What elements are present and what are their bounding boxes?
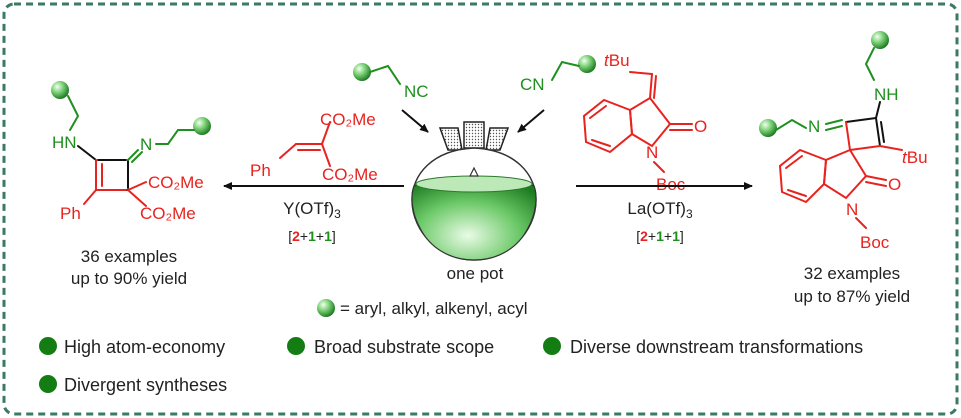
left-n-label: N — [140, 135, 152, 154]
substituent-ball-icon — [353, 63, 371, 81]
left-product-ester-bottom: CO₂Me — [140, 204, 196, 223]
substituent-ball-icon — [51, 81, 69, 99]
three-neck-flask-icon — [411, 121, 537, 261]
isocyanide-left: NC — [353, 63, 429, 101]
left-reagent: Ph CO₂Me CO₂Me — [250, 110, 378, 184]
feature-item: Divergent syntheses — [64, 375, 227, 395]
bullet-icon — [543, 337, 561, 355]
right-n-label: N — [808, 117, 820, 136]
isocyanide-right-label: CN — [520, 75, 545, 94]
left-nh-label: HN — [52, 133, 77, 152]
left-examples: 36 examples — [81, 247, 177, 266]
feature-item: Broad substrate scope — [314, 337, 494, 357]
feature-list: High atom-economy Broad substrate scope … — [39, 337, 863, 395]
right-reagent-n: N — [646, 143, 658, 162]
right-product-boc: Boc — [860, 233, 890, 252]
left-product: HN N CO₂Me CO₂Me Ph 36 examples up to 90… — [51, 81, 211, 288]
bullet-icon — [39, 337, 57, 355]
feature-item: High atom-economy — [64, 337, 225, 357]
right-product-tbu: tBu — [902, 148, 928, 167]
substituent-legend: = aryl, alkyl, alkenyl, acyl — [340, 299, 528, 318]
bullet-icon — [39, 375, 57, 393]
one-pot-label: one pot — [447, 264, 504, 283]
right-reagent: tBu O N Boc — [582, 51, 707, 194]
right-product: NH N tBu O N Boc 32 examples up to 87% y… — [759, 31, 928, 306]
left-yield: up to 90% yield — [71, 269, 187, 288]
right-ratio: [2+1+1] — [636, 228, 684, 244]
right-catalyst: La(OTf)3 — [627, 199, 693, 221]
isocyanide-left-label: NC — [404, 82, 429, 101]
right-examples: 32 examples — [804, 264, 900, 283]
bullet-icon — [287, 337, 305, 355]
left-reagent-ester-bottom: CO₂Me — [322, 165, 378, 184]
left-catalyst: Y(OTf)3 — [283, 199, 341, 221]
substituent-ball-icon — [193, 117, 211, 135]
right-product-n: N — [846, 200, 858, 219]
right-yield: up to 87% yield — [794, 287, 910, 306]
right-nh-label: NH — [874, 85, 899, 104]
arrow-into-flask-right — [517, 109, 545, 133]
feature-item: Diverse downstream transformations — [570, 337, 863, 357]
right-reagent-tbu: tBu — [604, 51, 630, 70]
substituent-ball-icon — [871, 31, 889, 49]
substituent-ball-icon — [578, 55, 596, 73]
left-ratio: [2+1+1] — [288, 228, 336, 244]
arrow-into-flask-left — [401, 109, 429, 133]
right-reagent-o: O — [694, 117, 707, 136]
substituent-ball-icon — [317, 299, 335, 317]
left-reagent-ph: Ph — [250, 161, 271, 180]
left-product-ph: Ph — [60, 204, 81, 223]
substituent-ball-icon — [759, 119, 777, 137]
left-reagent-ester-top: CO₂Me — [320, 110, 376, 129]
right-product-o: O — [888, 175, 901, 194]
right-reagent-boc: Boc — [656, 175, 686, 194]
left-product-ester-top: CO₂Me — [148, 173, 204, 192]
isocyanide-right: CN — [520, 55, 596, 94]
